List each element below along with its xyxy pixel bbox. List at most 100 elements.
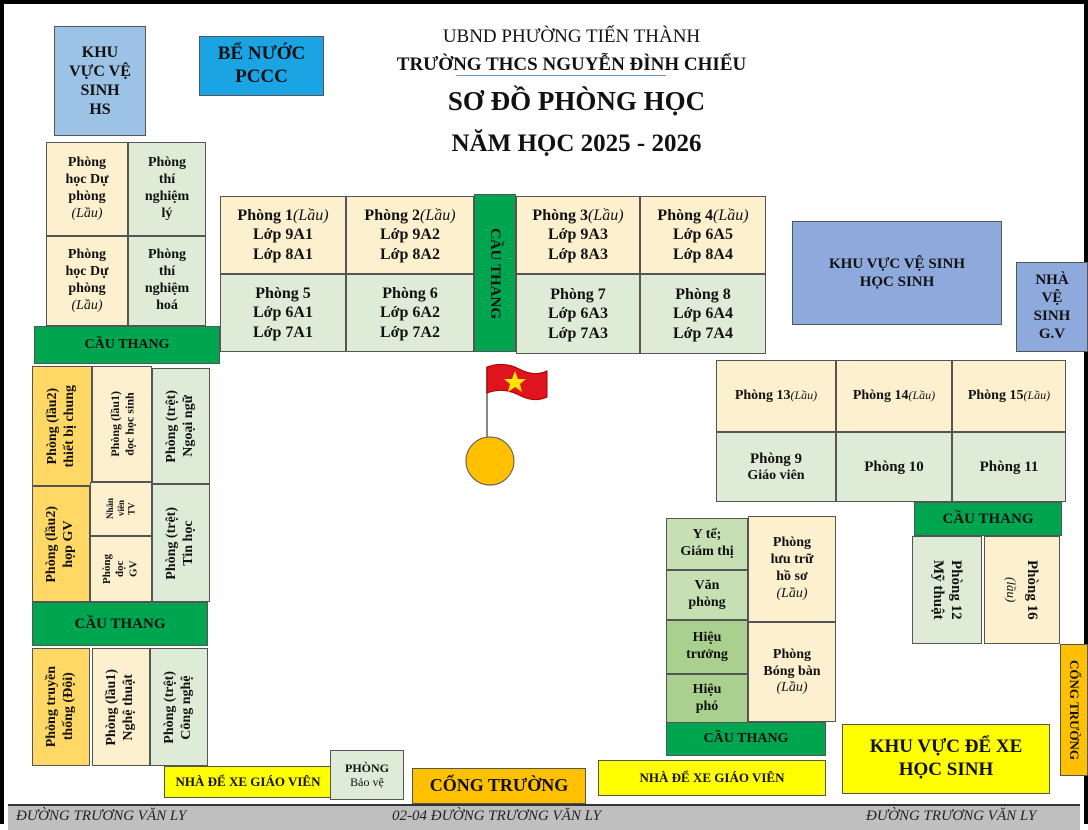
class-2: Lớp 7A1 [253, 323, 313, 341]
room-8: Phòng 8 Lớp 6A4 Lớp 7A4 [640, 274, 766, 354]
label: Phòng thí nghiệm lý [144, 155, 190, 221]
label-1: PHÒNG [345, 760, 389, 775]
room-5: Phòng 5 Lớp 6A1 Lớp 7A1 [220, 274, 346, 352]
student-reading-room: Phòng (lầu1) đọc học sinh [92, 366, 152, 482]
label: CẦU THANG [487, 227, 503, 319]
archive-room: Phòng lưu trữ hồ sơ(Lầu) [748, 516, 836, 622]
label: Văn phòng [688, 578, 726, 610]
room-3: Phòng 3(Lầu) Lớp 9A3 Lớp 8A3 [516, 196, 640, 274]
arts-room: Phòng (lầu1) Nghệ thuật [92, 648, 150, 766]
room-1: Phòng 1(Lầu) Lớp 9A1 Lớp 8A1 [220, 196, 346, 274]
room-name: Phòng 11 [979, 459, 1039, 475]
stairs-admin: CẦU THANG [666, 722, 826, 756]
header-line1: UBND PHƯỜNG TIẾN THÀNH [442, 26, 701, 47]
label: Phòng học Dự phòng [65, 155, 109, 204]
student-toilet-area-left: KHU VỰC VỆ SINH HS [54, 26, 146, 136]
class-1: Lớp 9A3 [548, 226, 608, 244]
medical-office: Y tế; Giám thị [666, 518, 748, 570]
label: Y tế; Giám thị [680, 527, 734, 559]
room-15: Phòng 15(Lầu) [952, 360, 1066, 432]
student-toilet-area-right: KHU VỰC VỆ SINH HỌC SINH [792, 221, 1002, 325]
class-2: Lớp 8A2 [380, 245, 440, 263]
spare-room-2: Phòng học Dự phòng(Lầu) [46, 236, 128, 326]
label: Phòng đọc GV [101, 554, 140, 584]
page-title: SƠ ĐỒ PHÒNG HỌC [447, 86, 706, 116]
computer-room: Phòng (trệt) Tin học [152, 484, 210, 602]
label: Phòng (lầu2) họp GV [44, 505, 76, 583]
label: Phòng thí nghiệm hoá [144, 247, 190, 313]
label: Phòng (trệt) Công nghệ [162, 670, 194, 744]
label: CỔNG TRƯỜNG [429, 775, 569, 796]
school-year: NĂM HỌC 2025 - 2026 [451, 130, 702, 157]
road-label-left: ĐƯỜNG TRƯƠNG VĂN LY [16, 808, 187, 824]
floor-note: (Lầu) [71, 205, 103, 221]
header-underline [456, 75, 666, 76]
floor-note: (Lầu) [588, 207, 624, 225]
label: NHÀ ĐỂ XE GIÁO VIÊN [175, 774, 321, 790]
stairs-left-2: CẦU THANG [32, 602, 208, 646]
class-1: Lớp 9A1 [253, 226, 313, 244]
floor-note: (lầu) [1003, 577, 1019, 603]
room-name: Phòng 14 [852, 387, 909, 403]
room-name: Phòng 3 [532, 207, 588, 225]
label: Phòng Bóng bàn [763, 646, 821, 679]
label: Phòng học Dự phòng [65, 247, 109, 296]
label: Phòng (trệt) Ngoại ngữ [164, 389, 196, 463]
label: Nhân viên TV [104, 498, 137, 520]
school-gate-side: CỔNG TRƯỜNG [1060, 644, 1088, 776]
label: NHÀ ĐỂ XE GIÁO VIÊN [639, 770, 785, 786]
label: KHU VỰC ĐỂ XE HỌC SINH [869, 736, 1023, 780]
teacher-meeting-room: Phòng (lầu2) họp GV [32, 486, 90, 602]
vice-principal-office: Hiệu phó [666, 674, 748, 724]
label: Phòng truyền thống (Đội) [44, 666, 76, 748]
class-1: Lớp 6A2 [380, 304, 440, 322]
label: Phòng lưu trữ hồ sơ [770, 535, 814, 584]
room-name: Phòng 2 [364, 207, 420, 225]
room-name: Phòng 13 [734, 387, 791, 403]
label: Phòng 12 Mỹ thuật [930, 560, 964, 620]
principal-office: Hiệu trưởng [666, 620, 748, 674]
physics-lab: Phòng thí nghiệm lý [128, 142, 206, 236]
label: CẦU THANG [84, 336, 170, 352]
teacher-toilet: NHÀ VỆ SINH G.V [1016, 262, 1088, 352]
room-name: Phòng 4 [657, 207, 713, 225]
room-2: Phòng 2(Lầu) Lớp 9A2 Lớp 8A2 [346, 196, 474, 274]
room-6: Phòng 6 Lớp 6A2 Lớp 7A2 [346, 274, 474, 352]
floor-note: (Lầu) [776, 585, 808, 601]
label: BỂ NƯỚC PCCC [217, 43, 306, 87]
room-13: Phòng 13(Lầu) [716, 360, 836, 432]
room-name: Phòng 8 [675, 286, 731, 304]
class-1: Lớp 6A3 [548, 305, 608, 323]
stairs-left-1: CẦU THANG [34, 326, 220, 364]
room-name: Phòng 9 [749, 450, 803, 467]
road-strip: ĐƯỜNG TRƯƠNG VĂN LY 02-04 ĐƯỜNG TRƯƠNG V… [8, 804, 1080, 830]
tradition-room: Phòng truyền thống (Đội) [32, 648, 90, 766]
label: Phòng 16 [1023, 560, 1040, 620]
floor-note: (Lầu) [293, 207, 329, 225]
floor-note: (Lầu) [1023, 387, 1051, 402]
chemistry-lab: Phòng thí nghiệm hoá [128, 236, 206, 326]
label: Hiệu phó [692, 682, 722, 714]
class-1: Lớp 6A1 [253, 304, 313, 322]
class-2: Lớp 8A4 [673, 245, 733, 263]
room-name: Phòng 15 [967, 387, 1024, 403]
teacher-parking-1: NHÀ ĐỂ XE GIÁO VIÊN [164, 766, 332, 798]
room-7: Phòng 7 Lớp 6A3 Lớp 7A3 [516, 274, 640, 354]
label: CẦU THANG [703, 730, 789, 746]
label: NHÀ VỆ SINH G.V [1033, 272, 1071, 342]
student-parking: KHU VỰC ĐỂ XE HỌC SINH [842, 724, 1050, 794]
road-label-center: 02-04 ĐƯỜNG TRƯƠNG VĂN LY [392, 808, 602, 824]
label: Hiệu trưởng [686, 630, 728, 662]
room-name: Phòng 1 [237, 207, 293, 225]
label: CẦU THANG [74, 616, 166, 632]
fire-water-tank: BỂ NƯỚC PCCC [199, 36, 324, 96]
class-2: Lớp 7A3 [548, 324, 608, 342]
label: KHU VỰC VỆ SINH HS [69, 43, 131, 119]
floor-note: (Lầu) [776, 680, 808, 696]
room-10: Phòng 10 [836, 432, 952, 502]
header-school-name: TRƯỜNG THCS NGUYỄN ĐÌNH CHIỂU [396, 54, 747, 75]
class-2: Lớp 8A1 [253, 245, 313, 263]
floor-note: (Lầu) [420, 207, 456, 225]
